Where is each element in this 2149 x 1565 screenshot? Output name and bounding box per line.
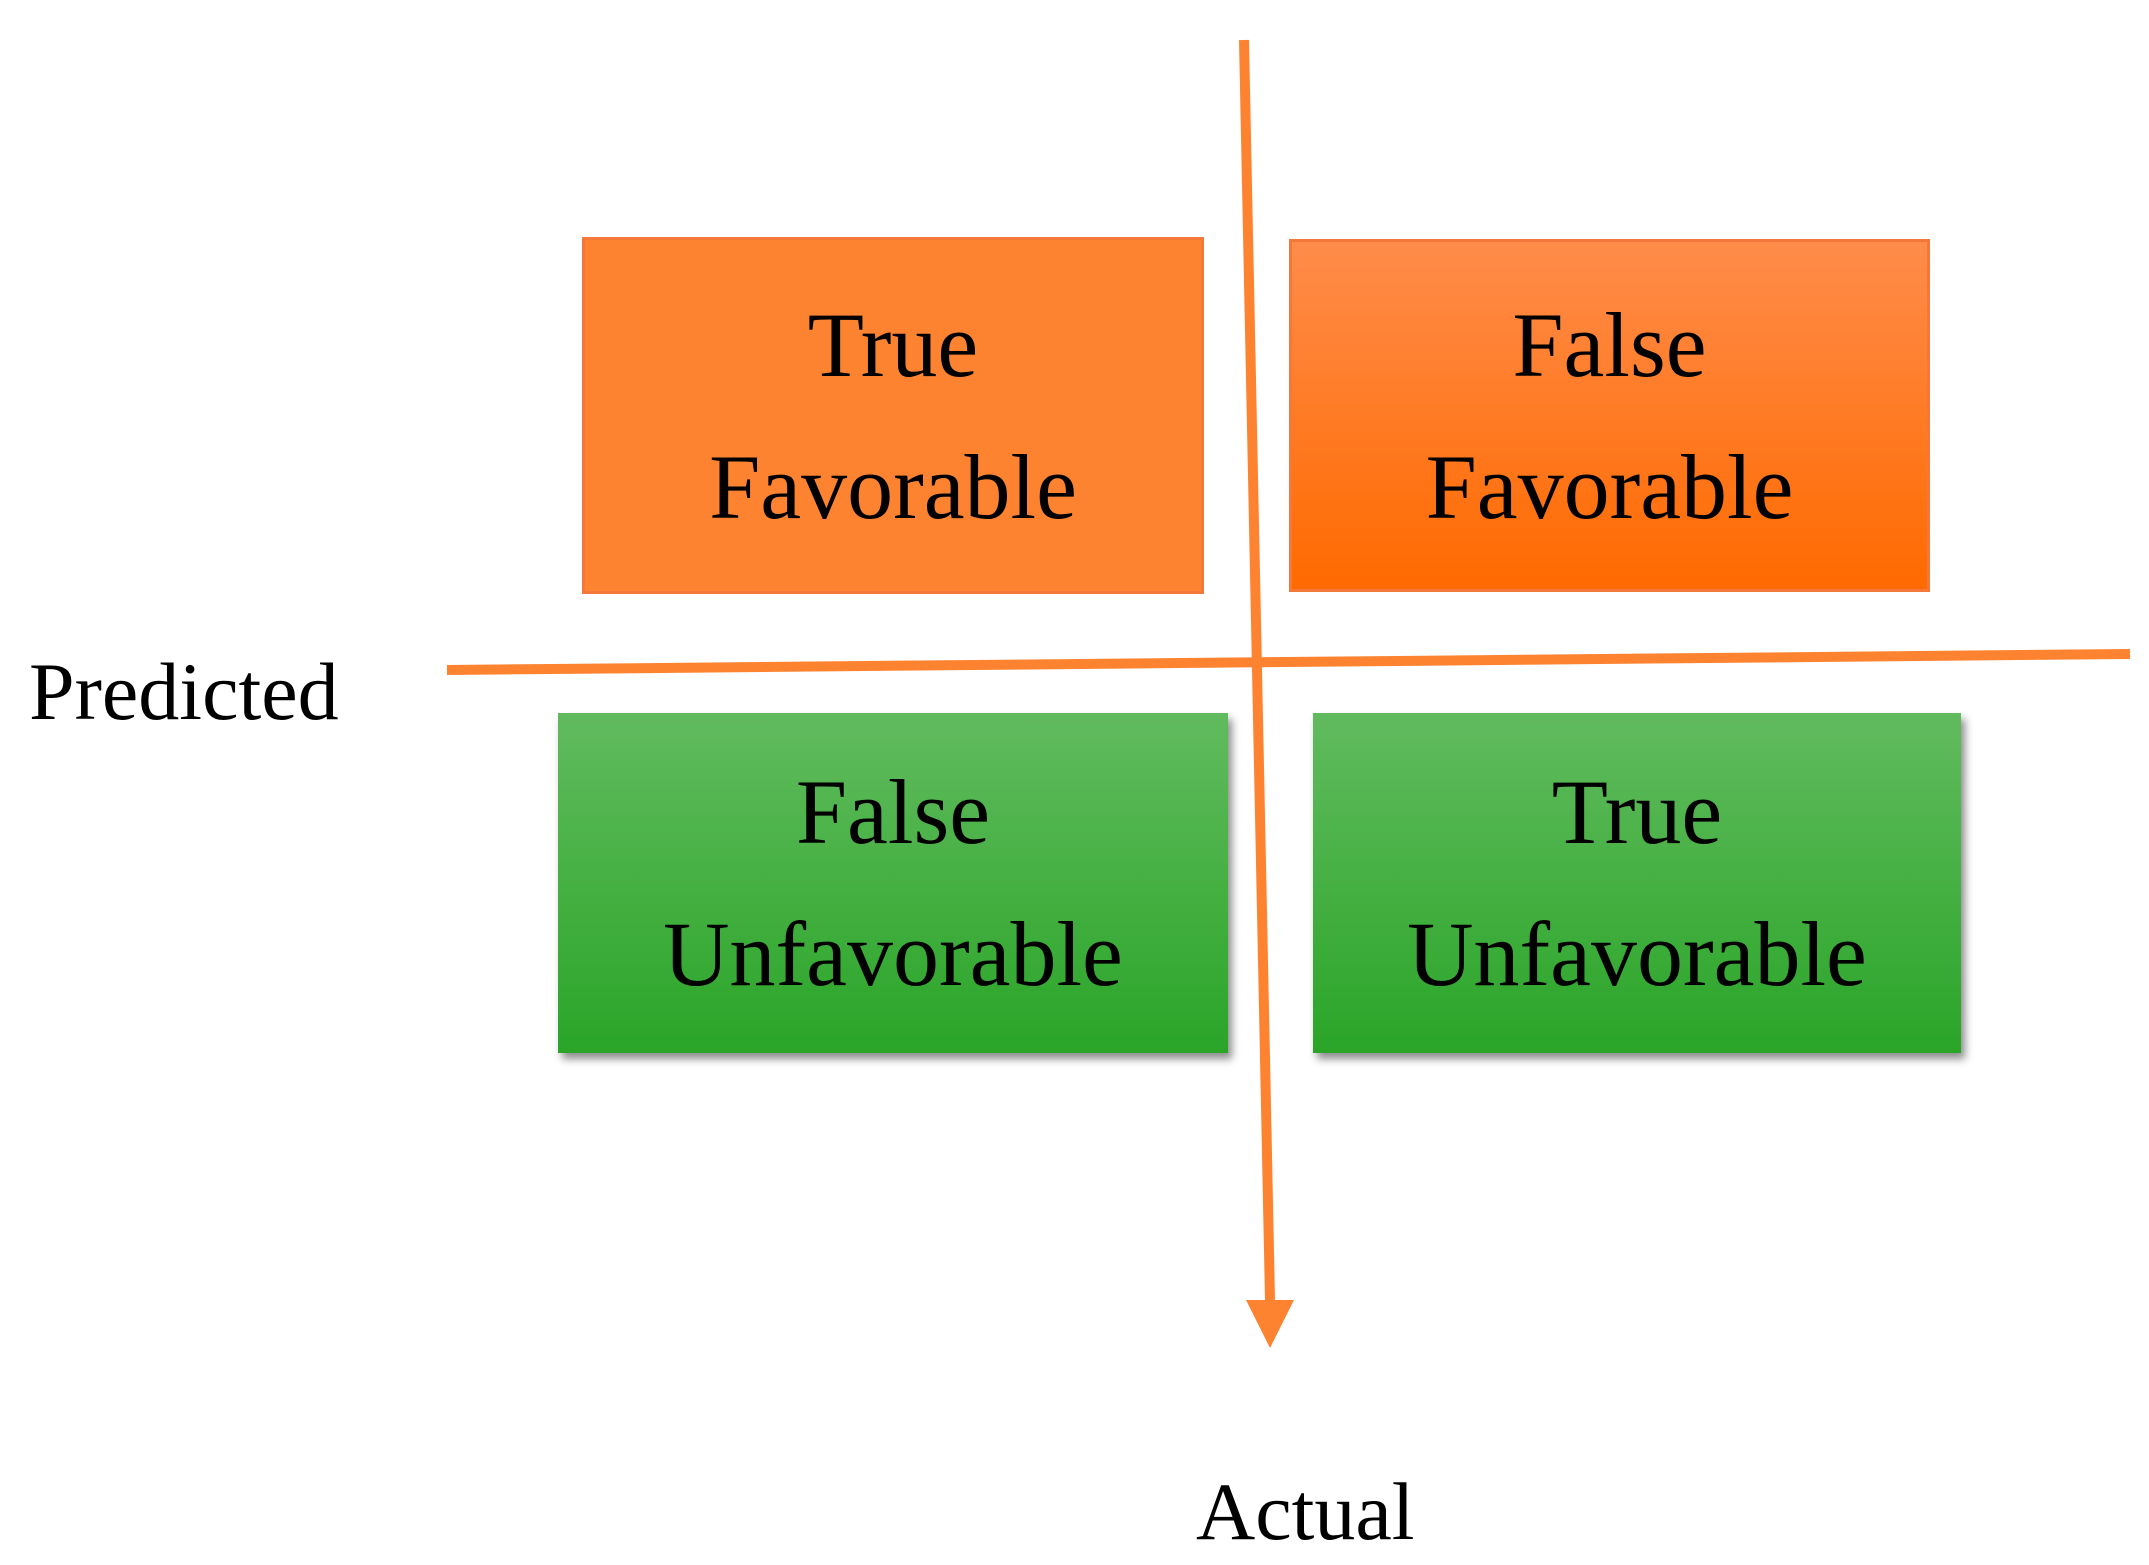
predicted-axis-label: Predicted <box>29 646 339 737</box>
cell-false-favorable-line1: False <box>1512 293 1707 396</box>
cell-true-favorable: True Favorable <box>582 237 1204 594</box>
cell-false-favorable: False Favorable <box>1289 239 1930 592</box>
actual-axis-label: Actual <box>1196 1466 1415 1557</box>
cell-true-favorable-line1: True <box>807 293 979 396</box>
cell-false-unfavorable-line1: False <box>795 761 991 863</box>
cell-true-unfavorable-line1: True <box>1551 761 1723 863</box>
cell-false-favorable-line2: Favorable <box>1425 435 1794 538</box>
arrow-head-icon <box>1246 1300 1294 1348</box>
cell-false-unfavorable: False Unfavorable <box>558 713 1228 1053</box>
cell-true-unfavorable: True Unfavorable <box>1313 713 1961 1053</box>
cell-true-unfavorable-line2: Unfavorable <box>1407 903 1867 1005</box>
vertical-axis-line <box>1239 39 1275 1301</box>
cell-false-unfavorable-line2: Unfavorable <box>663 903 1123 1005</box>
cell-true-favorable-line2: Favorable <box>709 435 1077 538</box>
horizontal-axis-line <box>446 649 2131 675</box>
